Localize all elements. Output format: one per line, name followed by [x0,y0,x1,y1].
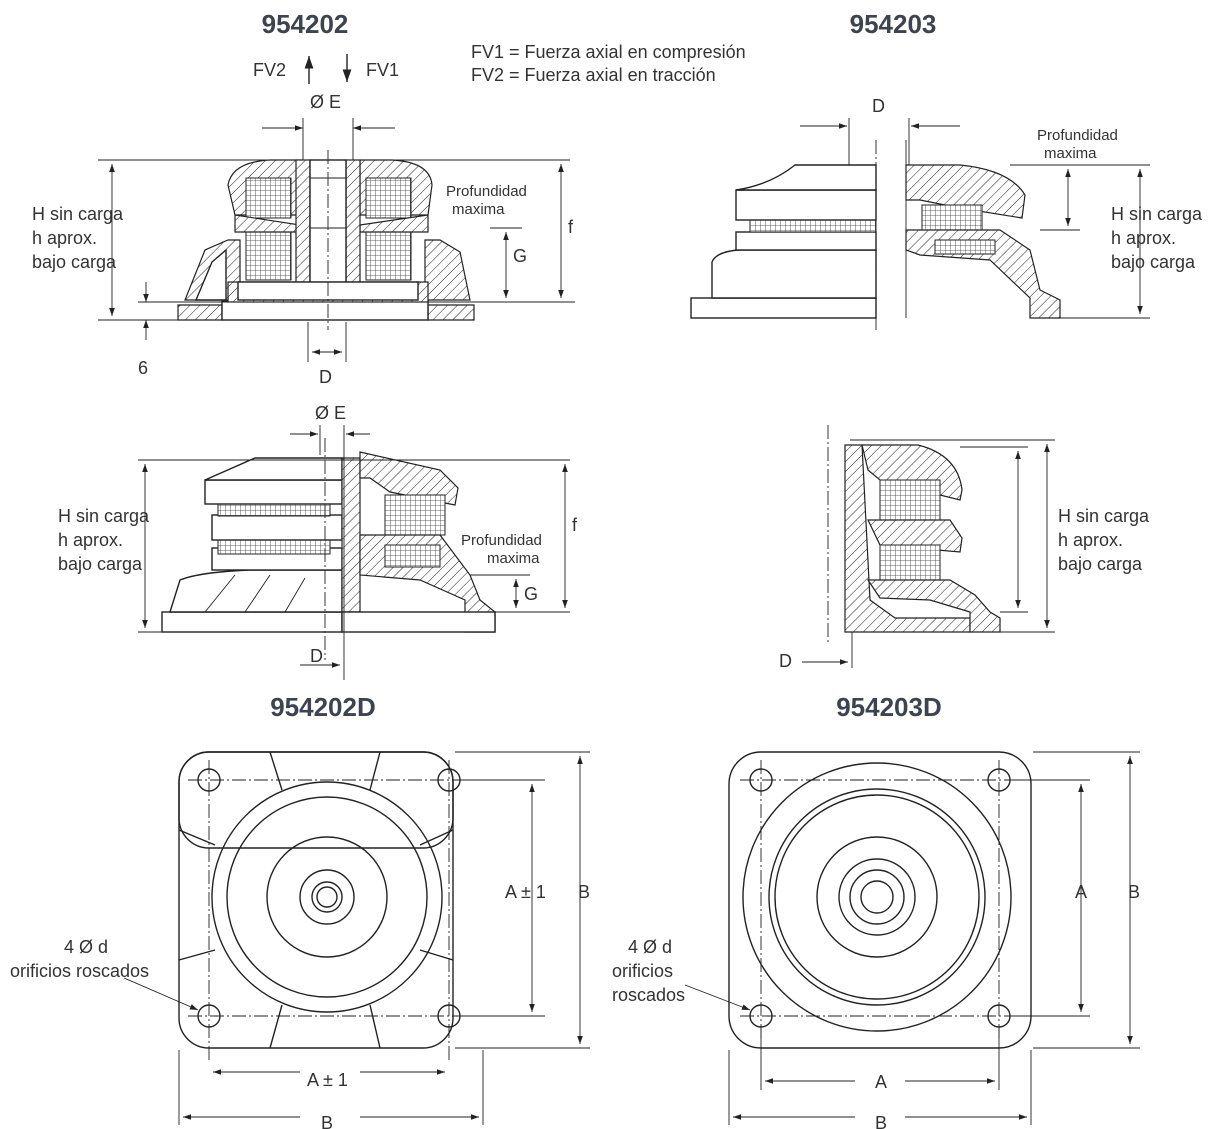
dimensions-954203D-section [802,439,1055,668]
h-label-4c: bajo carga [1058,554,1143,574]
section-view-954203 [690,140,1061,330]
fv1-label: FV1 [366,60,399,80]
dim-a-label-vertical: A [1075,882,1087,902]
h-label-2c: bajo carga [1111,252,1196,272]
title-954203: 954203 [850,9,937,39]
dimensions-954202 [98,118,575,362]
holes-label-2c: roscados [612,985,685,1005]
depth-label-3a: Profundidad [461,532,542,549]
depth-label-1a: Profundidad [446,183,527,200]
h-label-1b: h aprox. [32,228,97,248]
dimensions-954203 [800,118,1150,319]
h-label-4a: H sin carga [1058,506,1150,526]
dimensions-954202D-plan [123,751,590,1125]
depth-label-2a: Profundidad [1037,127,1118,144]
depth-label-1b: maxima [452,201,505,218]
dim-d-label-4: D [779,651,792,671]
dim-a-label-horizontal: A [875,1072,887,1092]
title-954202: 954202 [262,9,349,39]
section-view-954202 [177,150,475,330]
holes-label-1b: orificios roscados [10,961,149,981]
depth-label-2b: maxima [1044,145,1097,162]
title-954202D: 954202D [270,692,376,722]
dim-oe-label-1: Ø E [310,92,341,112]
dim-f-label-1: f [568,217,574,237]
h-label-1a: H sin carga [32,204,124,224]
dimensions-954203D-plan [684,751,1140,1125]
dim-g-label-3: G [524,584,538,604]
dim-6-label: 6 [138,358,148,378]
dim-b-label-horizontal-2: B [875,1113,887,1129]
h-label-3a: H sin carga [58,506,150,526]
holes-label-2b: orificios [612,961,673,981]
h-label-2b: h aprox. [1111,228,1176,248]
dim-oe-label-3: Ø E [315,403,346,423]
dim-f-label-3: f [572,515,578,535]
dim-b-label-vertical-1: B [578,882,590,902]
holes-label-2a: 4 Ø d [628,937,672,957]
plan-view-954202D [178,751,470,1060]
depth-label-3b: maxima [487,550,540,567]
dim-b-label-vertical-2: B [1128,882,1140,902]
legend-fv1-definition: FV1 = Fuerza axial en compresión [471,42,746,62]
dimensions-954202D-section [138,425,570,680]
h-label-1c: bajo carga [32,252,117,272]
dim-d-label-3: D [310,646,323,666]
dim-b-label-horizontal-1: B [321,1113,333,1129]
holes-label-1a: 4 Ø d [64,937,108,957]
fv2-label: FV2 [253,60,286,80]
dim-d-label-2: D [872,96,885,116]
dim-a-tol-label-horizontal: A ± 1 [307,1070,348,1090]
dim-d-label-1: D [319,367,332,387]
h-label-3c: bajo carga [58,554,143,574]
h-label-4b: h aprox. [1058,530,1123,550]
title-954203D: 954203D [836,692,942,722]
legend-fv2-definition: FV2 = Fuerza axial en tracción [471,65,716,85]
h-label-3b: h aprox. [58,530,123,550]
dim-g-label-1: G [513,246,527,266]
section-view-954203D [827,425,1001,645]
dim-a-tol-label-vertical: A ± 1 [505,882,546,902]
section-view-954202D [161,438,496,660]
plan-view-954203D [728,751,1032,1049]
h-label-2a: H sin carga [1111,204,1203,224]
